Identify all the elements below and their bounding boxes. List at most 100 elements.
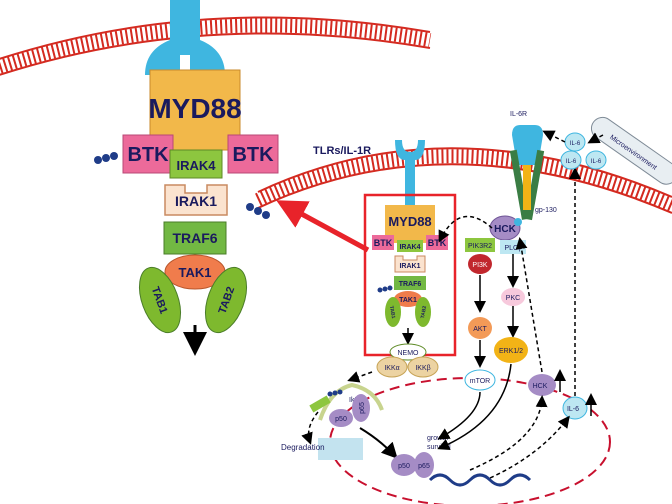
small-btk-left-label: BTK	[374, 238, 393, 248]
small-tab1	[385, 297, 401, 327]
zoom-link-arrow	[276, 200, 370, 253]
pik3r2-label: PIK3R2	[468, 243, 492, 250]
tlr-receptor-label: TLRs/IL-1R	[313, 145, 371, 157]
hck-cyto	[528, 374, 556, 396]
p65-cyto-label: p65	[359, 402, 366, 414]
nfkb-to-nucleus-arrow	[359, 427, 398, 459]
small-tak1-label: TAK1	[399, 297, 417, 304]
degradation-box	[318, 438, 363, 460]
ikk-beta	[407, 356, 439, 378]
p65-nuc-label: p65	[418, 463, 430, 470]
zoom-traf6-label: TRAF6	[172, 230, 217, 246]
pkc-label: PKC	[506, 295, 520, 302]
small-phospho-beads	[377, 285, 393, 293]
p50-nuc	[391, 454, 417, 476]
zoom-traf6	[163, 221, 227, 255]
small-irak4	[397, 240, 423, 252]
akt	[468, 317, 492, 339]
nucleus-to-il6	[489, 415, 570, 479]
small-complex: MYD88 BTK BTK IRAK4 IRAK1 TRAF6 TAK1 TAB…	[372, 205, 448, 345]
ikba-beads	[327, 389, 343, 397]
plcy-label: PLCγ	[504, 245, 522, 252]
small-tak1	[394, 291, 422, 307]
small-irak1	[394, 255, 426, 273]
il6-intracellular-label: IL-6	[567, 406, 579, 413]
pik3r2	[465, 238, 495, 252]
hck-dot	[514, 218, 522, 226]
dna-helix	[428, 473, 532, 487]
zoom-phospho-beads-left	[94, 152, 118, 164]
degradation-label: Degradation	[281, 443, 325, 452]
zoom-tab2	[204, 266, 248, 334]
zoom-myd88-label: MYD88	[148, 93, 241, 124]
il6-intracellular	[562, 396, 588, 420]
zoom-irak1	[164, 184, 228, 216]
small-traf6	[394, 276, 426, 290]
growth-label: growth	[427, 435, 448, 442]
il6-extracellular-1-label: IL-6	[570, 141, 581, 147]
zoom-btk-right	[227, 134, 279, 174]
gp130-label: gp-130	[535, 207, 557, 214]
il6r-receptor	[512, 125, 543, 165]
small-btk-left	[372, 235, 394, 250]
p50-cyto-label: p50	[335, 416, 347, 423]
small-irak1-label: IRAK1	[399, 263, 420, 270]
nemo	[389, 343, 427, 361]
degradation-arrow	[301, 411, 319, 445]
nucleus-to-hck	[469, 395, 548, 471]
ikba-bar	[309, 395, 331, 413]
p50-cyto	[329, 409, 353, 427]
mtor-to-nucleus	[437, 391, 481, 440]
ikk-alpha-label: IKKα	[384, 365, 399, 372]
erk-label: ERK1/2	[499, 348, 523, 355]
il6-extracellular-3-label: IL-6	[566, 159, 577, 165]
zoom-tak1-label: TAK1	[179, 265, 212, 280]
small-btk-right-label: BTK	[428, 238, 447, 248]
pi3k-label: PI3K	[472, 262, 488, 269]
p65-nuc	[414, 452, 434, 478]
hck-cyto-to-membrane	[515, 237, 543, 373]
zoom-irak4-label: IRAK4	[176, 158, 216, 173]
p50-nuc-label: p50	[398, 463, 410, 470]
nemo-label: NEMO	[398, 350, 420, 357]
ikba-cradle	[318, 382, 384, 421]
upper-membrane	[0, 16, 432, 76]
erk-to-nucleus	[437, 363, 512, 450]
erk	[494, 337, 528, 363]
zoom-irak1-label: IRAK1	[175, 193, 217, 209]
mtor-label: mTOR	[470, 378, 490, 385]
il6-extracellular-3	[560, 150, 582, 170]
small-tab2	[415, 297, 431, 327]
p65-cyto	[352, 394, 370, 422]
hck-cyto-label: HCK	[533, 383, 548, 390]
mtor	[464, 369, 496, 391]
tlr-receptor	[395, 140, 425, 205]
zoom-irak4	[169, 149, 223, 179]
ikk-alpha	[376, 356, 408, 378]
zoom-complex: MYD88 BTK BTK IRAK4 IRAK1 TRAF6 TAK1 TAB…	[94, 0, 279, 356]
hck-to-cytosol	[438, 215, 493, 243]
zoom-tab1	[138, 266, 182, 334]
small-myd88-label: MYD88	[388, 214, 431, 229]
small-traf6-label: TRAF6	[399, 281, 422, 288]
hck-membrane-label: HCK	[494, 224, 516, 235]
il6-extracellular-2-label: IL-6	[591, 159, 602, 165]
gp130-stripe	[523, 165, 531, 210]
zoom-receptor	[145, 0, 225, 75]
pi3k	[468, 254, 492, 274]
il6-to-receptor	[542, 130, 566, 143]
zoom-btk-left-label: BTK	[127, 144, 169, 166]
small-irak4-label: IRAK4	[399, 244, 420, 251]
pkc	[501, 288, 525, 306]
cell-membrane	[255, 147, 672, 214]
zoom-btk-right-label: BTK	[232, 144, 274, 166]
ikk-beta-label: IKKβ	[415, 365, 430, 372]
zoom-phospho-beads-right	[246, 203, 270, 219]
il6-extracellular-2	[585, 150, 607, 170]
small-tab1-label: TAB1	[388, 305, 396, 319]
akt-label: AKT	[473, 326, 487, 333]
ikk-to-nfkb-arrow	[347, 371, 373, 383]
microenv-to-il6	[587, 132, 604, 144]
